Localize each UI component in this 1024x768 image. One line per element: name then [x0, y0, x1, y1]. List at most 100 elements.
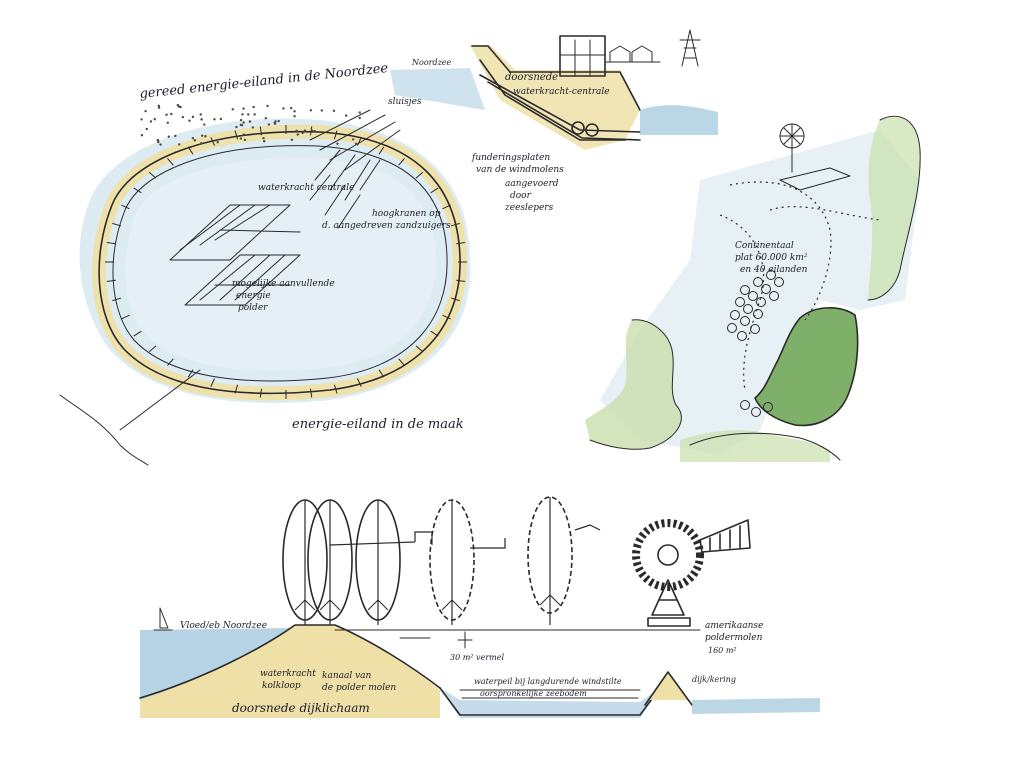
ring-tick	[259, 388, 263, 398]
tunnel-top	[479, 74, 641, 141]
ring-tick	[415, 171, 424, 179]
islet-dot	[200, 134, 204, 137]
map-scandinavia-outline	[867, 115, 921, 301]
islet-dot	[358, 116, 361, 120]
island-ring-icon	[730, 310, 740, 320]
island-ring-icon	[756, 297, 766, 307]
island-title: gereed energie-eiland in de Noordzee	[139, 61, 389, 102]
label-kwekerij-2: energie	[236, 291, 271, 301]
islet-dot	[313, 129, 316, 133]
dike-body-top	[470, 45, 640, 150]
islet-dot	[216, 141, 219, 144]
label-waterkracht-centrale: waterkracht centrale	[258, 183, 354, 193]
ring-tick	[456, 242, 466, 245]
ring-tick	[456, 279, 466, 282]
waterline-polder	[459, 689, 641, 699]
ring-tick	[378, 146, 385, 155]
ring-tick	[167, 358, 174, 366]
ring-tick	[378, 369, 385, 378]
islet-dot	[273, 122, 277, 125]
islet-dot	[200, 142, 203, 145]
label-molen-3: 160 m²	[708, 646, 737, 655]
ring-tick	[121, 314, 130, 320]
label-waterpeil: waterpeil bij langdurende windstilte	[474, 677, 622, 686]
ring-tick	[121, 204, 130, 210]
islet-dot	[309, 109, 313, 112]
right-dike-outline	[644, 671, 693, 706]
islet-dot	[242, 133, 246, 136]
label-dijk-1: waterkracht	[260, 669, 316, 679]
ring-tick	[112, 297, 122, 302]
island-ring-cluster	[727, 270, 784, 417]
ring-tick	[234, 384, 239, 394]
map-plat-label-3: en 40 eilanden	[740, 265, 808, 275]
ring-tick	[430, 330, 439, 337]
islet-dot	[157, 104, 161, 108]
island-ring-icon	[761, 284, 771, 294]
islet-dot	[290, 138, 294, 141]
label-vloed: Vloed/eb Noordzee	[180, 621, 267, 631]
label-kwekerij-3: polder	[238, 303, 268, 313]
ring-tick	[430, 187, 439, 194]
ring-tick	[148, 171, 157, 179]
islet-dot	[239, 118, 243, 122]
islet-dot	[344, 114, 348, 117]
crane-cluster	[309, 109, 401, 229]
islet-dot	[157, 106, 161, 109]
dike-body-bottom	[140, 625, 440, 718]
bottom-cross-section: Vloed/eb Noordzee waterkracht kolkloop k…	[139, 496, 820, 718]
inner-grid-fields	[169, 204, 301, 306]
ring-tick	[112, 222, 122, 227]
dike-cross-section-top: Noordzee doorsnede waterkracht-centrale	[390, 29, 718, 150]
islet-dot	[301, 131, 304, 135]
right-water-top	[640, 105, 718, 135]
map-uk	[585, 319, 682, 450]
islet-dot	[262, 137, 265, 140]
islet-dot	[156, 139, 159, 142]
islet-dot	[239, 123, 243, 127]
island-ring-icon	[737, 331, 747, 341]
islet-dot	[166, 121, 169, 124]
label-aangevoerd-3: zeeslepers	[504, 203, 554, 213]
map-netherlands-outline	[754, 307, 859, 427]
inner-lake	[125, 157, 437, 371]
islet-dot	[336, 142, 339, 145]
map-continent-south	[680, 430, 830, 462]
ring-tick	[398, 358, 405, 366]
powerhouse	[559, 35, 606, 77]
islet-dot	[200, 118, 203, 121]
island-ring-icon	[748, 291, 758, 301]
label-aangevoerd-2: door	[510, 191, 532, 201]
islet-dot	[282, 107, 285, 110]
map-plat-label-2: plat 60.000 km²	[735, 253, 808, 263]
north-sea-map: Continentaal plat 60.000 km² en 40 eilan…	[585, 115, 921, 462]
shelf-boundary	[719, 181, 881, 391]
label-kwekerij-1: mogelijke aanvullende	[232, 279, 335, 289]
ring-tick	[187, 146, 194, 155]
sea-top	[390, 68, 485, 110]
sailboat-icon	[153, 607, 173, 631]
map-plat-label-1: Continentaal	[735, 241, 794, 251]
label-kanaal-2: de polder molen	[322, 683, 396, 693]
islet-dot	[219, 117, 223, 121]
dike-outline-bottom	[139, 624, 441, 699]
turbine-wheel-1	[571, 121, 585, 135]
rotor-brace	[294, 599, 316, 611]
label-ijk: dijk/kering	[692, 675, 736, 684]
label-sluisjes: sluisjes	[388, 97, 422, 107]
island-ring-icon	[727, 323, 737, 333]
pylon-top	[679, 29, 701, 67]
map-uk-outline	[589, 319, 682, 450]
islet-dot	[266, 104, 269, 108]
islet-dot	[140, 118, 143, 121]
islet-dot	[193, 139, 197, 142]
windmill-map-icon	[779, 123, 851, 191]
islet-dot	[157, 140, 160, 144]
islet-dot	[332, 109, 336, 113]
islet-dot	[153, 118, 156, 121]
island-ring-icon	[751, 407, 761, 417]
right-water	[692, 698, 820, 714]
label-aangevoerd-1: aangevoerd	[505, 179, 559, 189]
polder-basin	[440, 688, 660, 718]
shore-lower-left	[59, 394, 149, 466]
